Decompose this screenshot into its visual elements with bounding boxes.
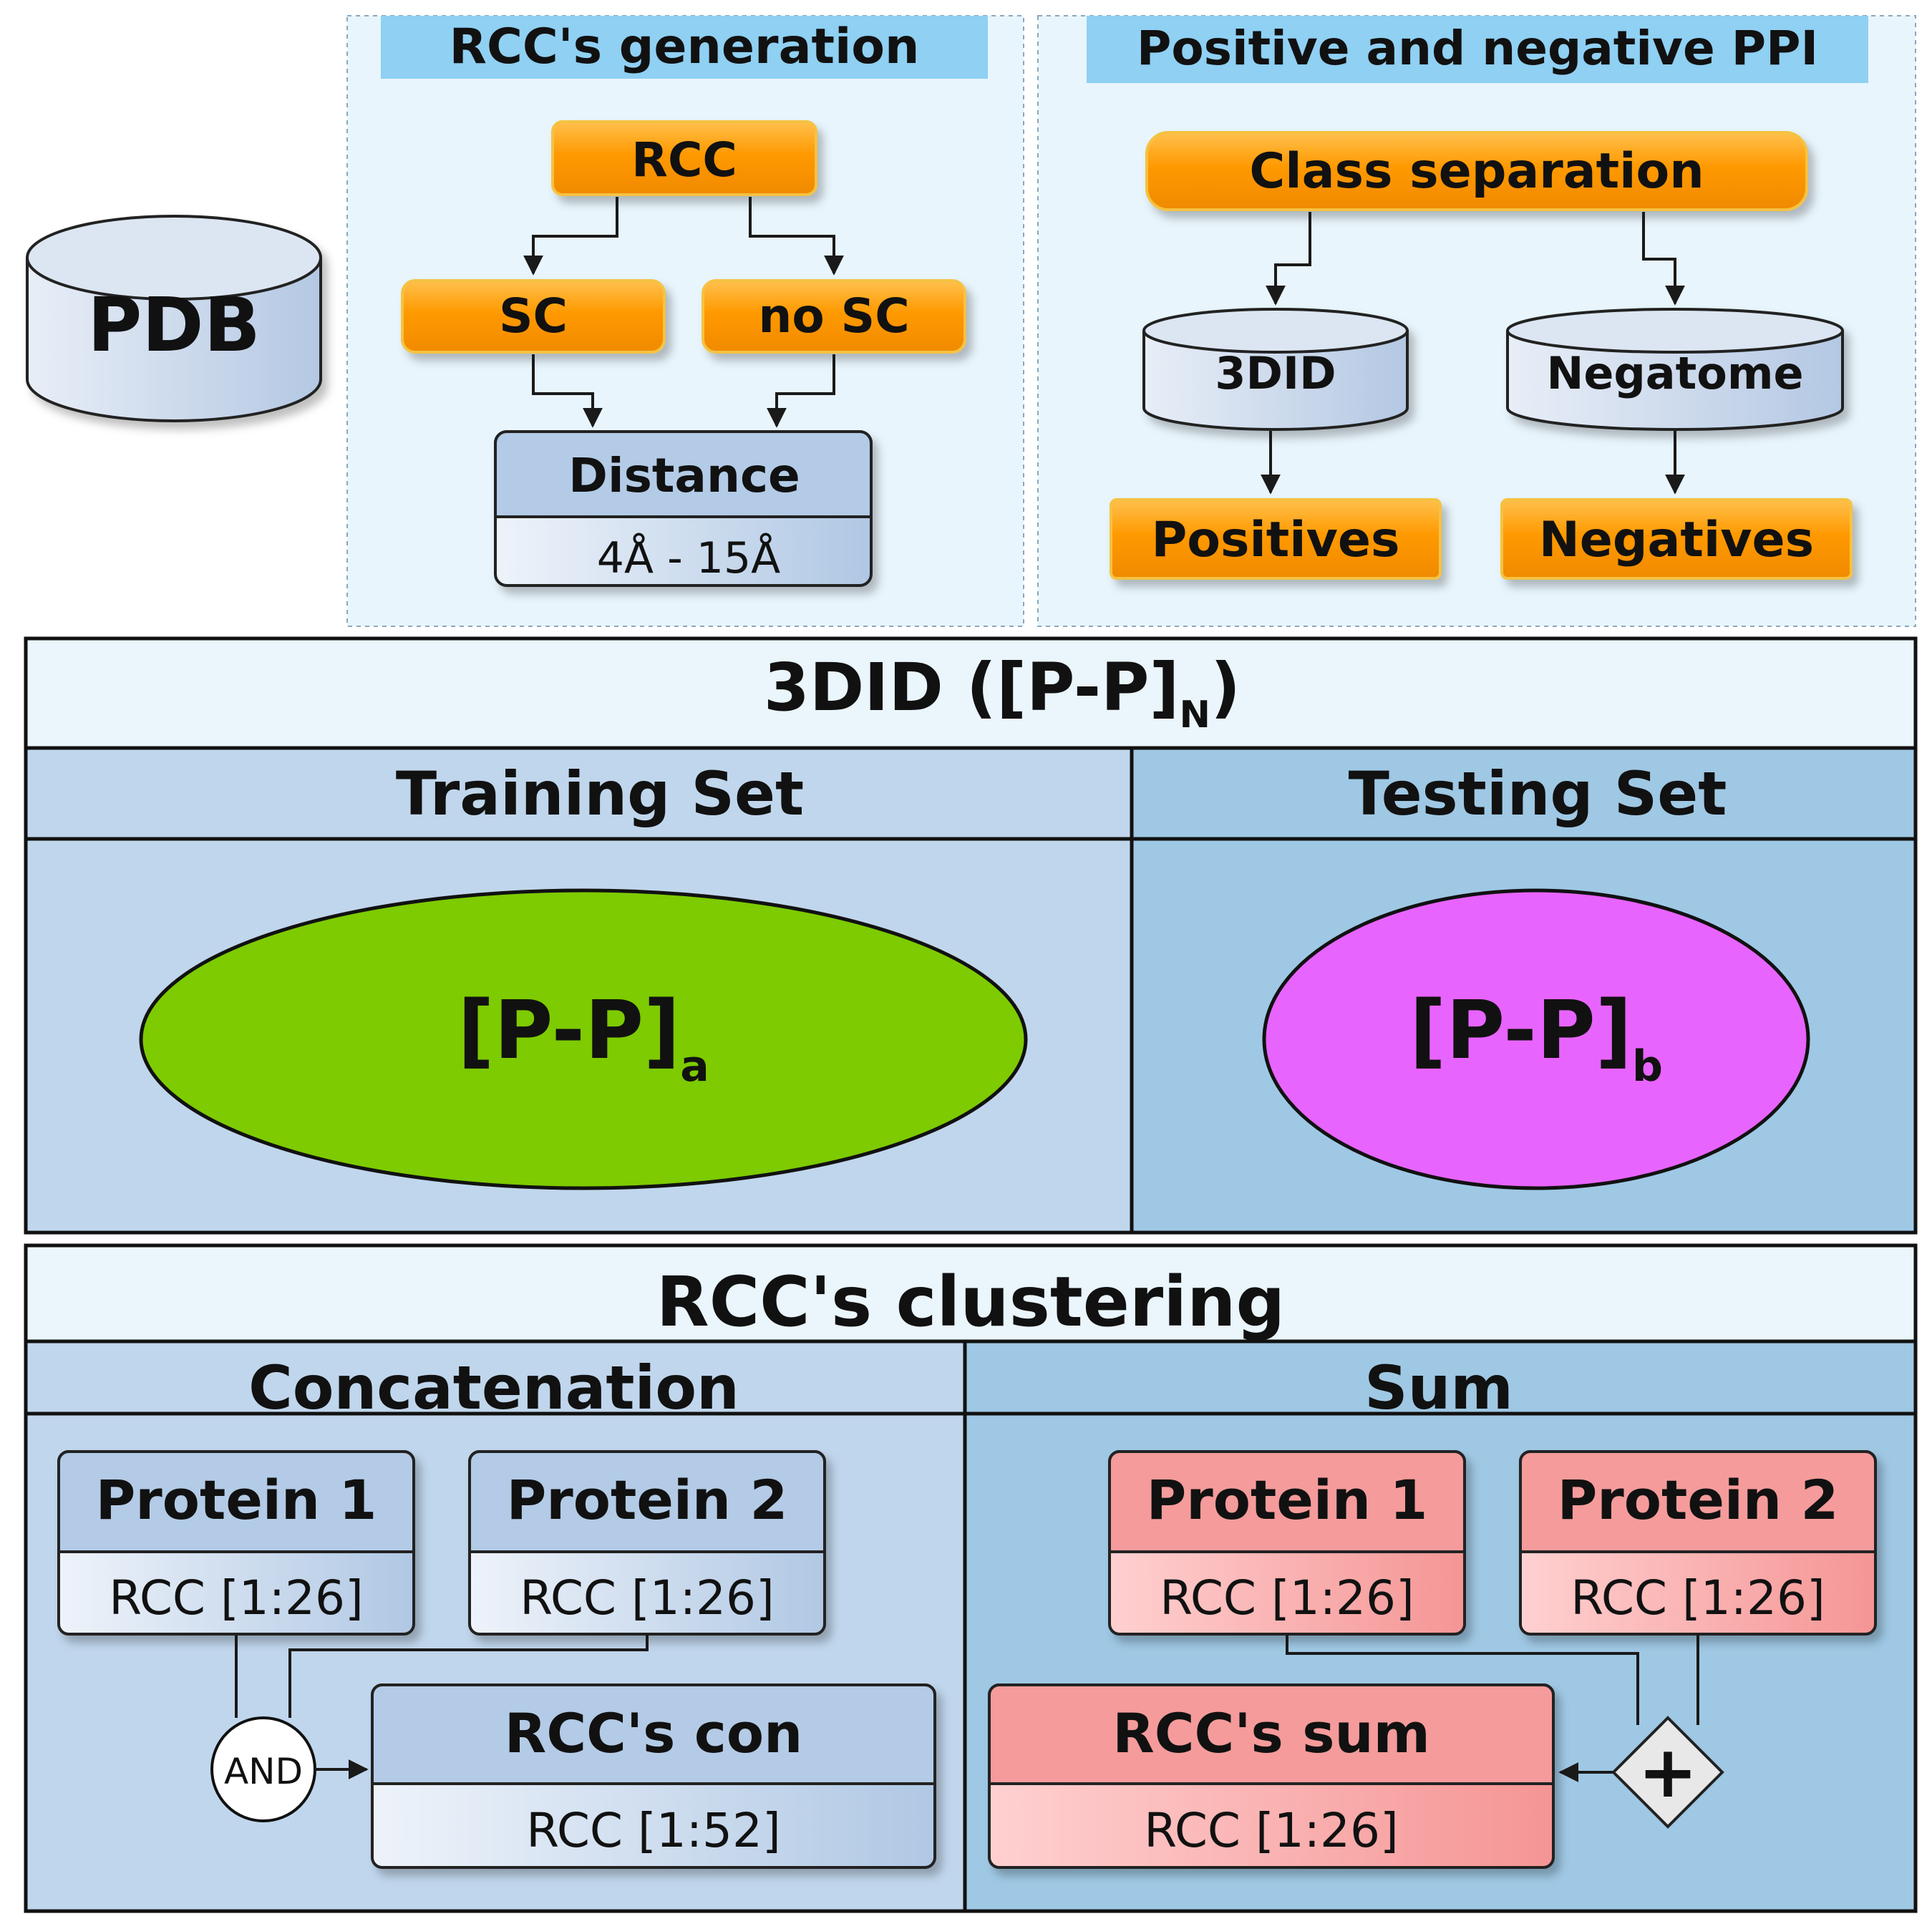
dataset-title-main: 3DID ([P-P] xyxy=(764,649,1180,726)
negatives-label: Negatives xyxy=(1539,512,1814,568)
rcc-generation-title: RCC's generation xyxy=(450,19,920,75)
sc-label: SC xyxy=(499,288,568,344)
testing-ellipse-sub: b xyxy=(1632,1041,1663,1092)
arrow-rcc-nosc xyxy=(749,197,844,276)
concat-protein2-title: Protein 2 xyxy=(507,1468,788,1532)
concat-p2-connector xyxy=(288,1634,649,1718)
rcc-box xyxy=(551,120,817,196)
concat-protein1-box xyxy=(57,1450,415,1636)
training-ellipse xyxy=(139,888,1028,1190)
dataset-title-sub: N xyxy=(1180,694,1211,737)
arrow-rcc-sc xyxy=(523,197,618,276)
class-separation-label: Class separation xyxy=(1249,143,1704,200)
distance-box xyxy=(494,430,873,587)
db-negatome-cylinder xyxy=(1506,308,1844,431)
concatenation-label: Concatenation xyxy=(248,1353,739,1423)
sum-protein1-box xyxy=(1108,1450,1466,1636)
no-sc-label: no SC xyxy=(758,288,909,344)
sum-label: Sum xyxy=(1364,1353,1513,1423)
sum-result-value: RCC [1:26] xyxy=(1144,1803,1398,1858)
sum-protein2-box xyxy=(1519,1450,1877,1636)
db-negatome-label: Negatome xyxy=(1546,347,1803,399)
rcc-label: RCC xyxy=(631,132,737,188)
arrow-class-negatome xyxy=(1642,212,1685,306)
training-ellipse-label: [P-P]a xyxy=(457,984,709,1092)
and-label: AND xyxy=(224,1751,303,1792)
training-ellipse-sub: a xyxy=(680,1041,709,1092)
clustering-title: RCC's clustering xyxy=(656,1262,1285,1342)
arrow-nosc-distance xyxy=(767,354,835,428)
ppi-panel: Positive and negative PPI Class separati… xyxy=(1037,15,1916,627)
dataset-section: 3DID ([P-P]N) Training Set Testing Set [… xyxy=(24,636,1918,1235)
arrow-class-3did xyxy=(1266,212,1311,306)
concat-protein2-value: RCC [1:26] xyxy=(520,1570,774,1626)
plus-symbol: + xyxy=(1638,1730,1698,1814)
concat-result-box xyxy=(371,1683,936,1869)
testing-ellipse-text: [P-P] xyxy=(1409,984,1632,1077)
concat-protein1-title: Protein 1 xyxy=(96,1468,377,1532)
pdb-database xyxy=(26,215,322,422)
distance-title: Distance xyxy=(568,448,800,503)
ppi-title: Positive and negative PPI xyxy=(1137,21,1818,76)
concat-protein1-value: RCC [1:26] xyxy=(109,1570,363,1626)
positives-label: Positives xyxy=(1151,512,1399,568)
testing-set-label: Testing Set xyxy=(1349,759,1727,829)
sum-p1-connector xyxy=(1286,1634,1639,1725)
sum-protein1-value: RCC [1:26] xyxy=(1160,1570,1414,1626)
testing-ellipse-label: [P-P]b xyxy=(1409,984,1663,1092)
pdb-label: PDB xyxy=(87,281,261,369)
dataset-title: 3DID ([P-P]N) xyxy=(764,649,1241,737)
sum-result-title: RCC's sum xyxy=(1112,1701,1430,1765)
dataset-title-close: ) xyxy=(1210,649,1241,726)
positives-box xyxy=(1110,498,1442,580)
distance-range: 4Å - 15Å xyxy=(597,533,780,583)
sum-protein1-title: Protein 1 xyxy=(1147,1468,1428,1532)
sc-box xyxy=(401,279,666,354)
concat-protein2-box xyxy=(468,1450,826,1636)
training-set-label: Training Set xyxy=(396,759,804,829)
testing-ellipse xyxy=(1262,888,1810,1190)
rcc-generation-panel: RCC's generation RCC SC no SC Distance 4… xyxy=(346,15,1024,627)
sum-protein2-value: RCC [1:26] xyxy=(1571,1570,1825,1626)
negatives-box xyxy=(1500,498,1853,580)
no-sc-box xyxy=(702,279,966,354)
plus-gate xyxy=(1611,1716,1724,1829)
class-separation-box xyxy=(1145,131,1808,211)
db-3did-label: 3DID xyxy=(1215,347,1336,399)
sum-result-box xyxy=(988,1683,1555,1869)
sum-protein2-title: Protein 2 xyxy=(1558,1468,1839,1532)
training-ellipse-text: [P-P] xyxy=(457,984,680,1077)
clustering-section: RCC's clustering Concatenation Sum Prote… xyxy=(24,1243,1918,1913)
concat-result-title: RCC's con xyxy=(505,1701,802,1765)
concat-result-value: RCC [1:52] xyxy=(526,1803,780,1858)
arrow-sc-distance xyxy=(532,354,603,428)
db-3did-cylinder xyxy=(1142,308,1409,431)
